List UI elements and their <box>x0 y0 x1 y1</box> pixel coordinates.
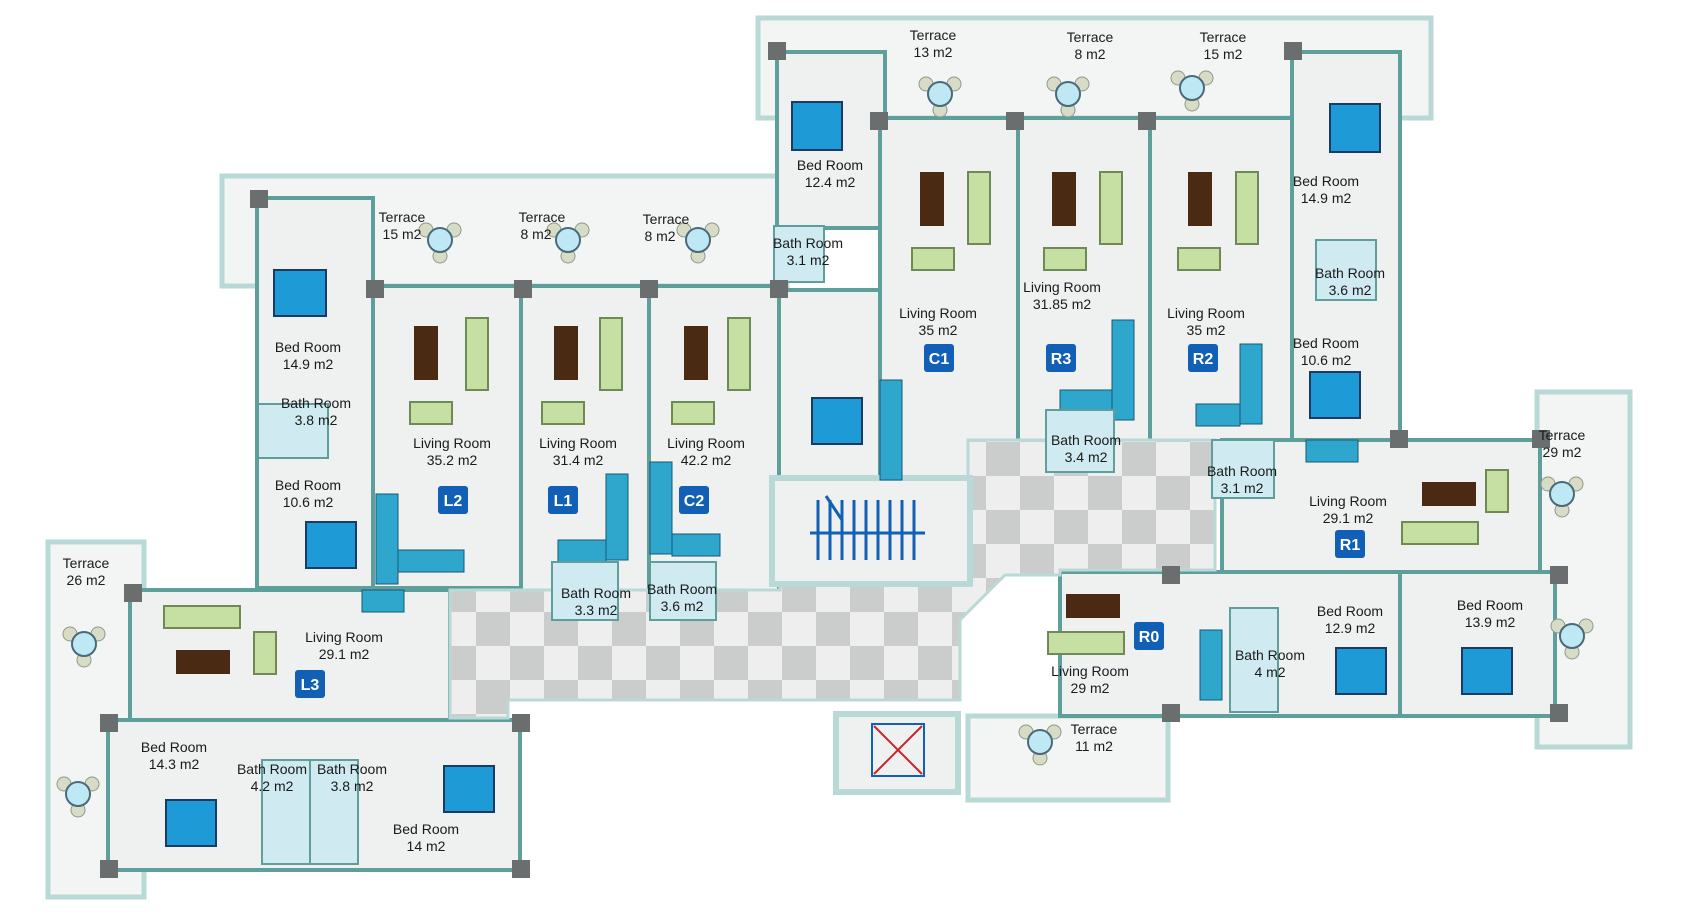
furniture-layer <box>56 42 1594 878</box>
bath-fixture-icon <box>257 225 1377 865</box>
bed-icon <box>165 101 1513 847</box>
svg-text:R1: R1 <box>1340 537 1361 554</box>
unit-badge-c1[interactable]: C1 <box>924 344 954 372</box>
stairwell <box>769 475 973 587</box>
lift-shaft <box>833 711 961 795</box>
unit-badge-c2[interactable]: C2 <box>679 486 709 514</box>
table-icon <box>176 172 1476 674</box>
apt-c1-mid <box>777 288 882 482</box>
pillar-icon <box>100 42 1568 878</box>
apt-r2 <box>1148 116 1294 450</box>
kitchen-icon <box>361 319 1359 701</box>
stairs-icon <box>810 495 925 560</box>
corridor <box>448 438 1217 795</box>
lift-car <box>871 723 925 777</box>
unit-badge-r1[interactable]: R1 <box>1335 530 1365 558</box>
svg-text:C1: C1 <box>929 351 950 368</box>
svg-text:R3: R3 <box>1051 351 1072 368</box>
unit-badges: C1 R3 R2 L2 L1 C2 R1 R0 L3 <box>295 344 1365 698</box>
unit-badge-l3[interactable]: L3 <box>295 670 325 698</box>
unit-badge-r2[interactable]: R2 <box>1188 344 1218 372</box>
svg-text:L1: L1 <box>554 493 573 510</box>
terrace-r0 <box>965 713 1171 803</box>
svg-text:R0: R0 <box>1139 629 1160 646</box>
unit-badge-r0[interactable]: R0 <box>1134 622 1164 650</box>
unit-badge-l1[interactable]: L1 <box>548 486 578 514</box>
unit-badge-r3[interactable]: R3 <box>1046 344 1076 372</box>
svg-text:R2: R2 <box>1193 351 1214 368</box>
lift-cross-b <box>873 725 923 775</box>
svg-text:L2: L2 <box>444 493 463 510</box>
svg-text:C2: C2 <box>684 493 705 510</box>
unit-badge-l2[interactable]: L2 <box>438 486 468 514</box>
svg-text:L3: L3 <box>301 677 320 694</box>
sofa-icon <box>163 171 1509 675</box>
